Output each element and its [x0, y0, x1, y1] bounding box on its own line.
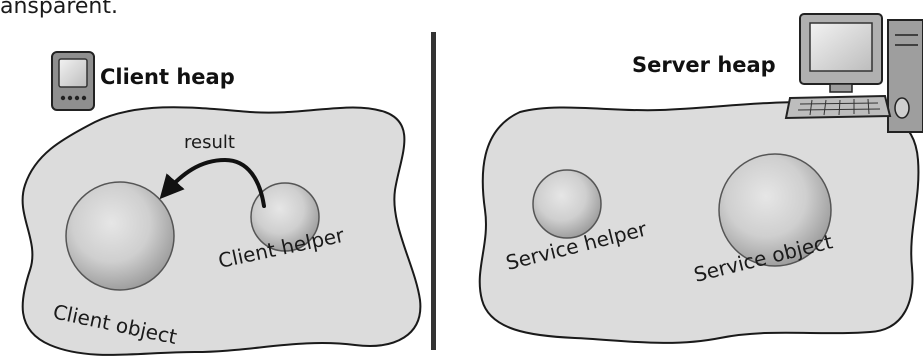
result-label: result [184, 132, 235, 153]
desktop-computer-icon [786, 14, 923, 132]
divider-line [431, 32, 436, 350]
client-heap-label: Client heap [100, 65, 235, 89]
handheld-device-icon [52, 52, 94, 110]
service-helper [533, 170, 601, 238]
client-object [66, 182, 174, 290]
server-heap-label: Server heap [632, 53, 776, 77]
cropped-heading-text: ansparent. [0, 0, 118, 19]
